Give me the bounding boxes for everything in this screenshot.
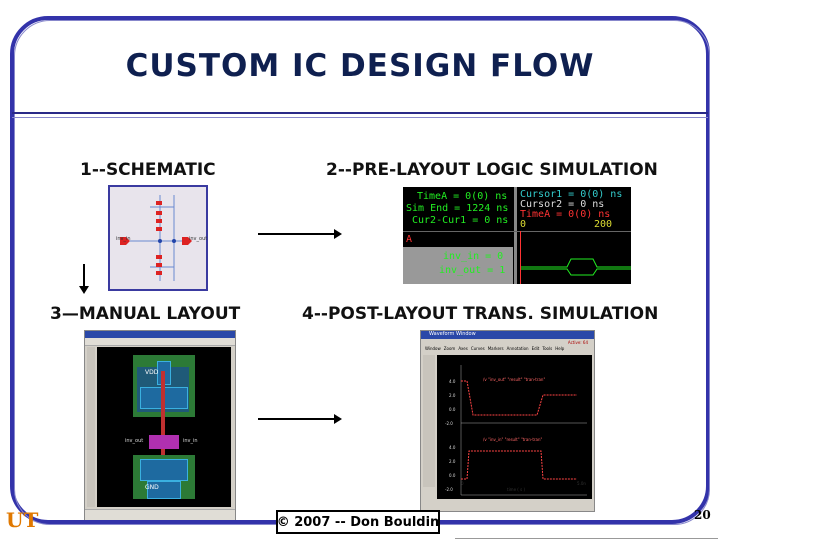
waveform-menu-annotation[interactable]: Annotation	[506, 346, 529, 351]
schematic-thumbnail: inv_in inv_out	[108, 185, 208, 291]
ut-logo: UT	[6, 508, 39, 532]
sim-time-a: TimeA = 0(0) ns	[417, 191, 508, 202]
waveform-menu-edit[interactable]: Edit	[531, 346, 540, 351]
layout-editor-thumbnail: VDD GND inv_out inv_in	[84, 330, 236, 520]
sim-divider	[514, 187, 517, 284]
sim-signal-panel	[403, 247, 513, 284]
trace1-label: /v "inv_out" "result" "tran-tran"	[483, 377, 546, 382]
layout-titlebar	[85, 331, 235, 338]
trace2-label: /v "inv_in" "result" "tran-tran"	[483, 437, 543, 442]
sim-cursor2: Cursor2 = 0 ns	[520, 199, 605, 210]
y-tick-bottom-2: 2.0	[449, 459, 456, 464]
page-number: 20	[694, 508, 711, 522]
waveform-traces	[460, 365, 587, 496]
step1-label: 1--SCHEMATIC	[80, 160, 216, 180]
layout-toolbar	[87, 347, 95, 507]
waveform-active: Active: 64	[567, 340, 588, 345]
layout-inv-out-label: inv_out	[125, 438, 144, 444]
title-divider	[12, 112, 708, 114]
y-tick-top-4: -2.0	[445, 421, 453, 426]
waveform-menu-tools[interactable]: Tools	[542, 346, 553, 351]
layout-vdd-label: VDD	[145, 369, 159, 376]
schematic-out-label: inv_out	[189, 236, 208, 242]
layout-statusbar	[85, 509, 235, 520]
schematic-in-label: inv_in	[116, 236, 131, 242]
waveform-window-thumbnail: Waveform Window Active: 64 Window Zoom A…	[420, 330, 595, 512]
sim-end: Sim End = 1224 ns	[406, 203, 509, 214]
sim-cursor-diff: Cur2-Cur1 = 0 ns	[412, 215, 509, 226]
y-tick-top-3: 0.0	[449, 407, 456, 412]
sim-group-label: A	[406, 234, 413, 245]
y-tick-top-2: 2.0	[449, 393, 456, 398]
waveform-menu-curves[interactable]: Curves	[470, 346, 485, 351]
copyright-box: © 2007 -- Don Bouldin	[276, 510, 440, 534]
title-divider-thin	[12, 117, 708, 118]
layout-inv-in-label: inv_in	[183, 438, 198, 444]
waveform-x-end: 5.0n	[577, 481, 586, 486]
sim-waveform	[521, 258, 631, 276]
waveform-menu-axes[interactable]: Axes	[458, 346, 468, 351]
sim-signal-2: inv_out = 1	[439, 265, 506, 276]
layout-canvas: VDD GND inv_out inv_in	[97, 347, 231, 507]
layout-menubar	[85, 338, 235, 346]
sim-time-a-2: TimeA = 0(0) ns	[520, 209, 611, 220]
arrow-schematic-to-simulation	[258, 229, 342, 239]
arrow-layout-to-transient	[258, 414, 342, 424]
waveform-x-label: time ( s )	[507, 487, 526, 492]
waveform-menu-window[interactable]: Window	[425, 346, 441, 351]
slide-title: CUSTOM IC DESIGN FLOW	[125, 48, 595, 84]
sim-header-rule	[403, 231, 631, 232]
step2-label: 2--PRE-LAYOUT LOGIC SIMULATION	[326, 160, 658, 180]
sim-scale-start: 0	[520, 219, 527, 230]
waveform-toolbar	[423, 355, 435, 487]
waveform-x-start: 0	[461, 481, 464, 486]
sim-signal-1: inv_in = 0	[443, 251, 504, 262]
footer-divider	[455, 538, 718, 539]
y-tick-bottom-3: 0.0	[449, 473, 456, 478]
step3-label: 3—MANUAL LAYOUT	[50, 304, 241, 324]
waveform-menu-help[interactable]: Help	[555, 346, 565, 351]
waveform-plot: /v "inv_out" "result" "tran-tran" /v "in…	[437, 355, 592, 499]
arrow-schematic-to-layout	[79, 264, 89, 294]
waveform-menubar: Window Zoom Axes Curves Markers Annotati…	[421, 346, 594, 353]
waveform-titlebar: Waveform Window	[421, 331, 594, 339]
waveform-menu-markers[interactable]: Markers	[487, 346, 504, 351]
layout-gnd-label: GND	[145, 484, 159, 491]
waveform-menu-zoom[interactable]: Zoom	[443, 346, 456, 351]
sim-cursor1: Cursor1 = 0(0) ns	[520, 189, 623, 200]
y-tick-bottom-1: 4.0	[449, 445, 456, 450]
sim-cursor-line	[520, 231, 521, 284]
y-tick-top-1: 4.0	[449, 379, 456, 384]
step4-label: 4--POST-LAYOUT TRANS. SIMULATION	[302, 304, 659, 324]
y-tick-bottom-4: -2.0	[445, 487, 453, 492]
logic-simulation-thumbnail: TimeA = 0(0) ns Sim End = 1224 ns Cur2-C…	[403, 187, 631, 284]
sim-scale-end: 200	[594, 219, 613, 230]
schematic-drawing	[120, 195, 192, 281]
waveform-title: Waveform Window	[429, 331, 476, 337]
